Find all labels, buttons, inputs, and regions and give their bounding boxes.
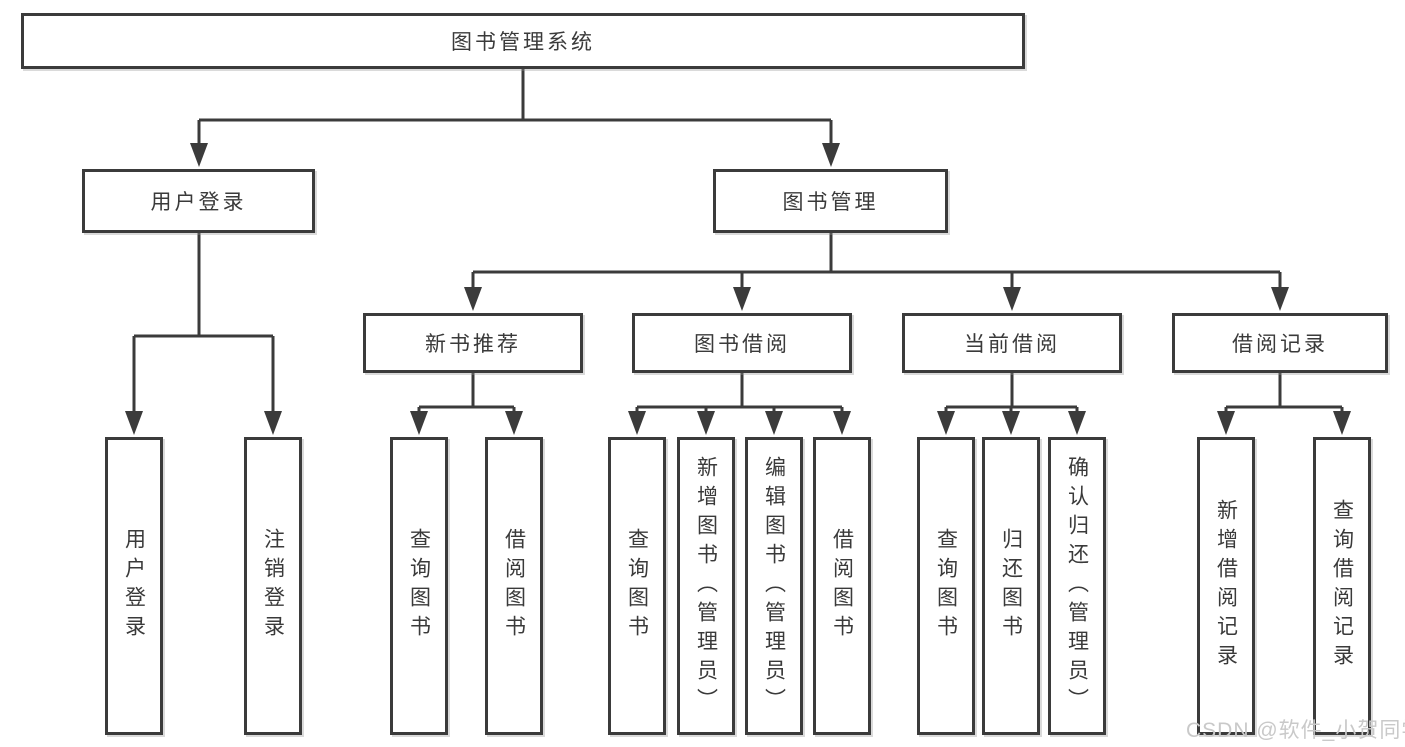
node-user-login: 用户登录 [82, 169, 315, 233]
node-book-borrow: 图书借阅 [632, 313, 852, 373]
csdn-watermark: CSDN @软件_小贺同学 [1186, 719, 1405, 742]
leaf-query-books-2: 查询图书 [608, 437, 666, 735]
node-borrow-records-label: 借阅记录 [1232, 333, 1328, 356]
leaf-query-books-1-label: 查询图书 [407, 528, 431, 644]
leaf-add-borrow-record: 新增借阅记录 [1197, 437, 1255, 735]
node-new-book-recommend: 新书推荐 [363, 313, 583, 373]
leaf-logout: 注销登录 [244, 437, 302, 735]
leaf-query-books-2-label: 查询图书 [625, 528, 649, 644]
node-root: 图书管理系统 [21, 13, 1025, 69]
leaf-confirm-return-admin: 确认归还（管理员） [1048, 437, 1106, 735]
node-book-management-label: 图书管理 [782, 191, 879, 214]
leaf-return-book: 归还图书 [982, 437, 1040, 735]
leaf-query-borrow-record: 查询借阅记录 [1313, 437, 1371, 735]
leaf-confirm-return-admin-label: 确认归还（管理员） [1065, 455, 1089, 717]
leaf-borrow-books-2: 借阅图书 [813, 437, 871, 735]
node-borrow-records: 借阅记录 [1172, 313, 1388, 373]
leaf-return-book-label: 归还图书 [999, 528, 1023, 644]
leaf-edit-book-admin-label: 编辑图书（管理员） [762, 455, 786, 717]
leaf-borrow-books-1-label: 借阅图书 [502, 528, 526, 644]
node-current-borrow: 当前借阅 [902, 313, 1122, 373]
node-book-borrow-label: 图书借阅 [694, 333, 790, 356]
leaf-add-borrow-record-label: 新增借阅记录 [1214, 499, 1238, 673]
node-root-label: 图书管理系统 [451, 31, 595, 54]
leaf-add-book-admin: 新增图书（管理员） [677, 437, 735, 735]
arrowheads [125, 143, 1351, 435]
leaf-query-borrow-record-label: 查询借阅记录 [1330, 499, 1354, 673]
leaf-add-book-admin-label: 新增图书（管理员） [694, 455, 718, 717]
node-book-management: 图书管理 [713, 169, 948, 233]
leaf-user-login: 用户登录 [105, 437, 163, 735]
leaf-borrow-books-2-label: 借阅图书 [830, 528, 854, 644]
node-current-borrow-label: 当前借阅 [964, 333, 1060, 356]
leaf-query-books-1: 查询图书 [390, 437, 448, 735]
node-new-book-recommend-label: 新书推荐 [425, 333, 521, 356]
leaf-query-books-3: 查询图书 [917, 437, 975, 735]
leaf-edit-book-admin: 编辑图书（管理员） [745, 437, 803, 735]
leaf-query-books-3-label: 查询图书 [934, 528, 958, 644]
leaf-user-login-label: 用户登录 [122, 528, 146, 644]
leaf-logout-label: 注销登录 [261, 528, 285, 644]
node-user-login-label: 用户登录 [150, 191, 247, 214]
leaf-borrow-books-1: 借阅图书 [485, 437, 543, 735]
